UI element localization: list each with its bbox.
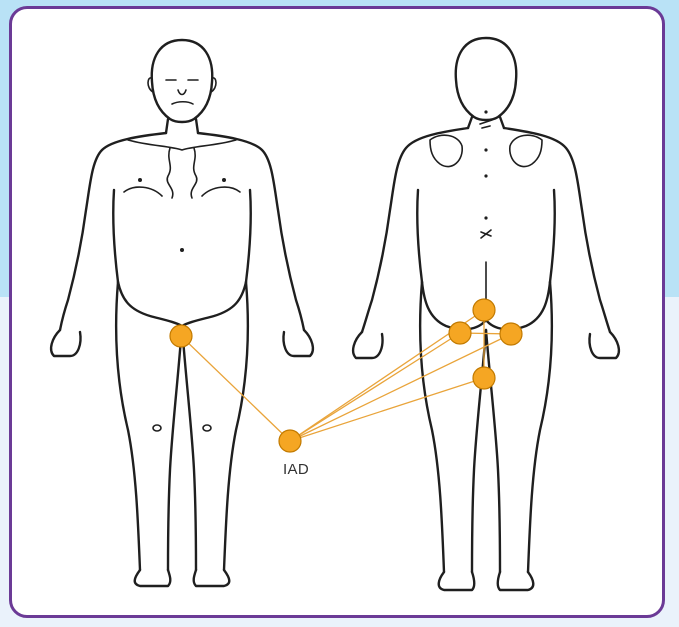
marker-iad-legend (279, 430, 301, 452)
marker-back-right-buttock (500, 323, 522, 345)
leader-line-front-groin (181, 336, 290, 441)
marker-back-thigh (473, 367, 495, 389)
marker-back-sacrum (473, 299, 495, 321)
front-body-figure (51, 40, 313, 586)
marker-front-groin (170, 325, 192, 347)
iad-label: IAD (276, 461, 316, 478)
marker-back-left-buttock (449, 322, 471, 344)
leader-line-back-left (290, 333, 460, 441)
leader-line-back-thigh (290, 378, 484, 441)
